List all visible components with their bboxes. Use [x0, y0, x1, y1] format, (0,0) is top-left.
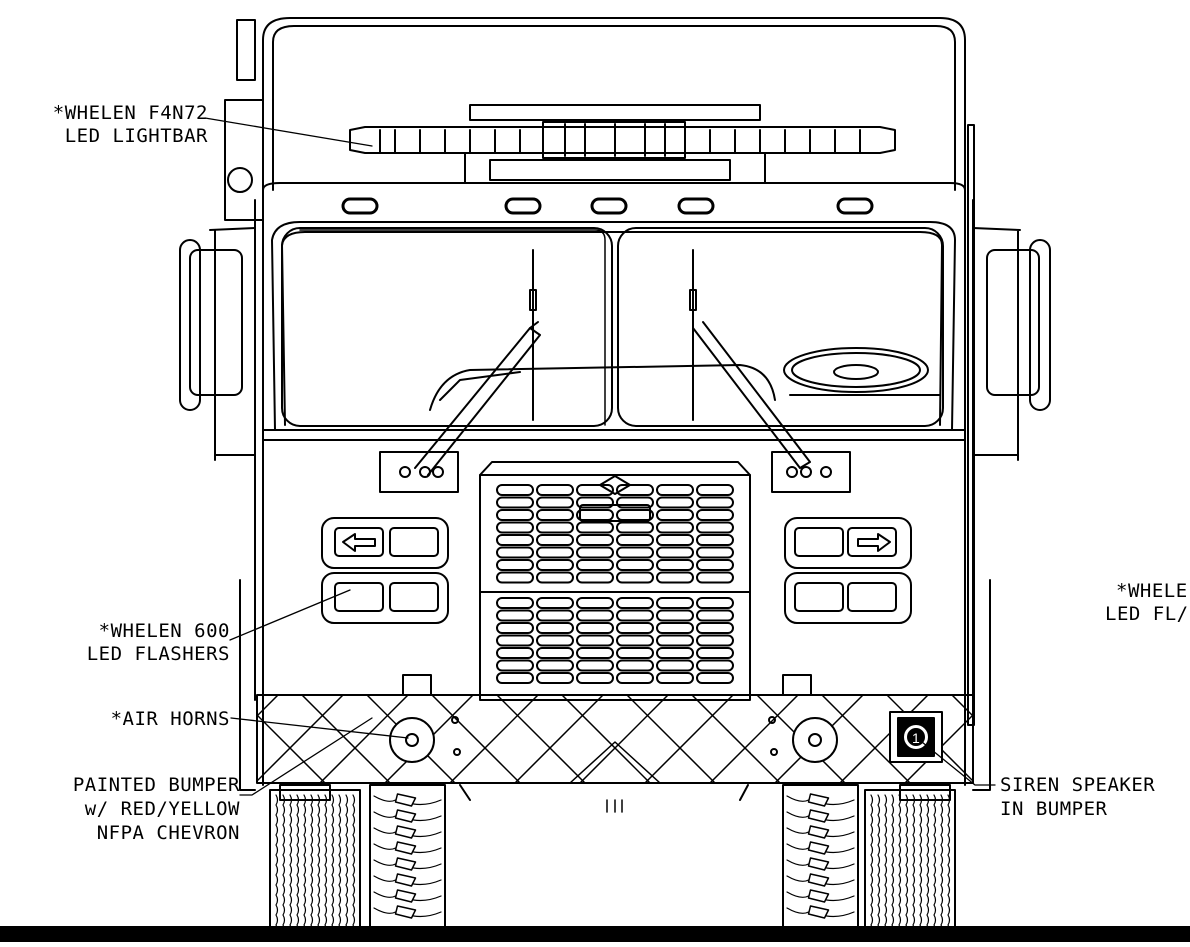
- callout-air-horns: *AIR HORNS: [110, 708, 230, 730]
- leader-lines: [204, 117, 996, 796]
- mirror-right: [972, 227, 1051, 461]
- tire-left-inner: [369, 784, 446, 931]
- steering-wheel: [783, 347, 941, 396]
- callout-bumper-line2: w/ RED/YELLOW: [84, 798, 240, 820]
- callout-flashers-left-line1: *WHELEN 600: [98, 620, 230, 642]
- light-housing-right: [784, 517, 912, 624]
- marker-lights: [341, 197, 874, 215]
- cab-body: [254, 124, 975, 786]
- hinge-plates: [379, 451, 851, 493]
- lightbar: [349, 104, 896, 184]
- tire-right-outer: [864, 789, 956, 936]
- bumper: 1: [256, 694, 974, 784]
- callout-lightbar-line2: LED LIGHTBAR: [64, 125, 208, 147]
- svg-text:1: 1: [912, 730, 920, 746]
- callout-flashers-right-line2: LED FL/: [1105, 603, 1189, 625]
- callout-bumper-line1: PAINTED BUMPER: [72, 774, 240, 796]
- callout-flashers-left-line2: LED FLASHERS: [86, 643, 230, 665]
- light-housing-left: [321, 517, 449, 624]
- underbody: [279, 784, 951, 813]
- callout-siren-line1: SIREN SPEAKER: [1000, 774, 1156, 796]
- tire-right-inner: [782, 784, 859, 931]
- wiper-right: [689, 249, 811, 469]
- windshield: [271, 221, 956, 431]
- grille: [479, 461, 751, 701]
- callout-lightbar-line1: *WHELEN F4N72: [52, 102, 208, 124]
- driver-seat: [429, 364, 776, 411]
- mirror-left: [179, 227, 256, 461]
- wiper-left: [414, 249, 541, 476]
- callout-siren-line2: IN BUMPER: [1000, 798, 1108, 820]
- tire-left-outer: [269, 789, 361, 936]
- bottom-edge-bar: [0, 926, 1190, 942]
- side-equipment-left: [224, 19, 264, 221]
- callout-flashers-right-line1: *WHELE: [1116, 580, 1188, 602]
- callout-bumper-line3: NFPA CHEVRON: [96, 822, 240, 844]
